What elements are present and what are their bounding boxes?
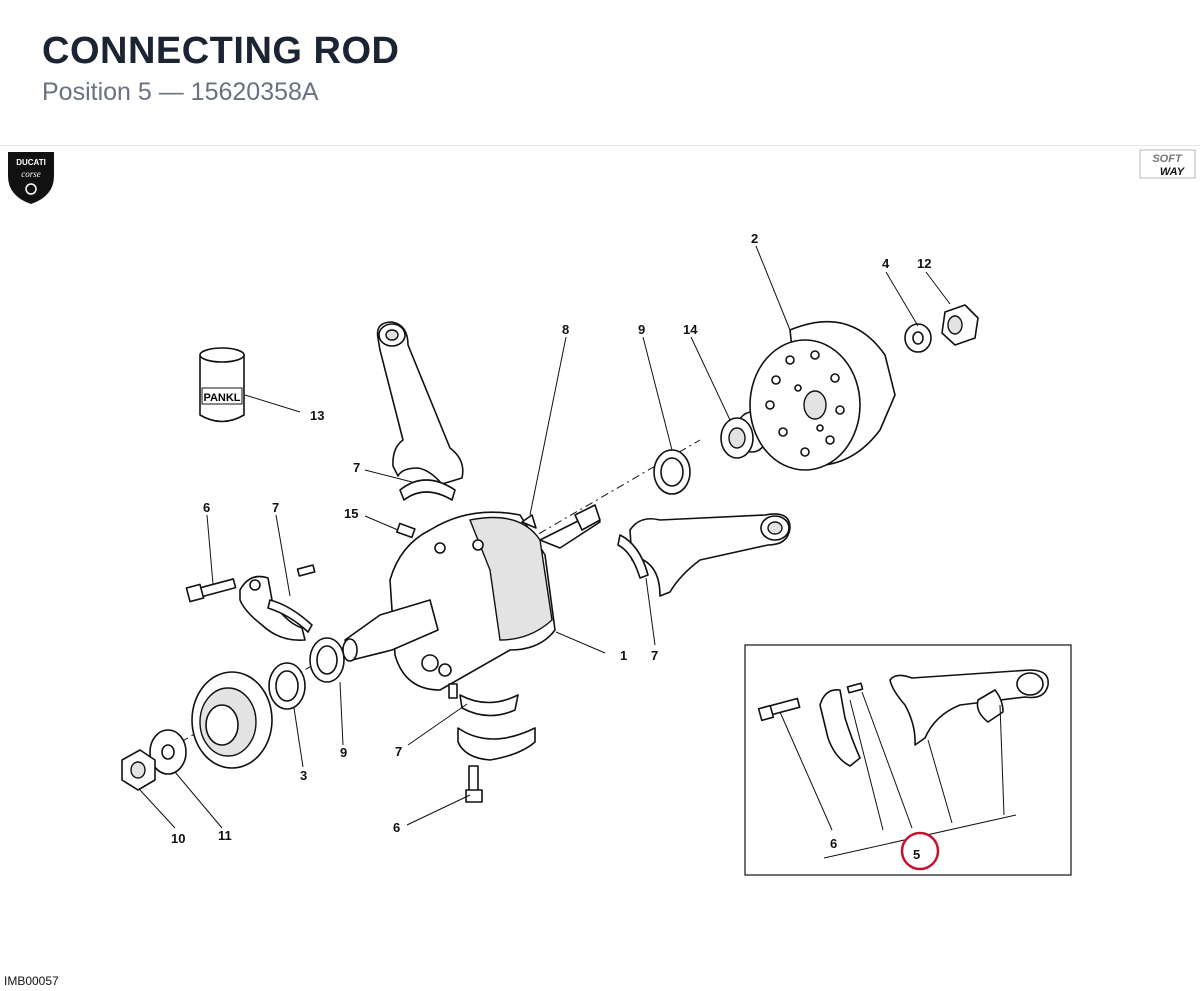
callout-4: 4 bbox=[882, 256, 890, 271]
part-1-crankshaft bbox=[342, 504, 601, 691]
svg-text:DUCATI: DUCATI bbox=[16, 158, 46, 167]
svg-text:SOFT: SOFT bbox=[1152, 153, 1183, 165]
callout-5: 5 bbox=[913, 847, 920, 862]
pankl-label: PANKL bbox=[203, 392, 240, 404]
callout-6-inset: 6 bbox=[830, 836, 837, 851]
part-7-bearing-right bbox=[617, 534, 649, 579]
part-10-nut bbox=[121, 749, 156, 791]
part-13-piston-pin: PANKL bbox=[199, 347, 245, 423]
softway-logo: SOFT WAY bbox=[1139, 149, 1196, 179]
callout-7-bottom: 7 bbox=[395, 744, 402, 759]
leader-lines bbox=[139, 245, 951, 829]
svg-text:corse: corse bbox=[21, 169, 41, 179]
inset-box bbox=[744, 644, 1072, 876]
part-rod-cap-bottom bbox=[457, 727, 536, 761]
part-3-ring bbox=[268, 662, 306, 710]
callout-7-upper: 7 bbox=[353, 460, 360, 475]
callout-2: 2 bbox=[751, 231, 758, 246]
part-9-washer-right bbox=[653, 449, 691, 495]
part-7-bearing-bottom bbox=[459, 694, 519, 717]
callout-6-bottom: 6 bbox=[393, 820, 400, 835]
part-7-bearing-upper bbox=[399, 479, 456, 501]
header-divider bbox=[0, 145, 1200, 146]
part-dowel-left bbox=[296, 564, 316, 577]
part-connecting-rod-right bbox=[629, 513, 791, 597]
part-gear bbox=[191, 671, 273, 769]
part-connecting-rod-upper bbox=[376, 321, 464, 485]
part-12-nut bbox=[941, 304, 979, 346]
callout-9-left: 9 bbox=[340, 745, 347, 760]
callout-8: 8 bbox=[562, 322, 569, 337]
highlight-callout-ring bbox=[900, 831, 940, 871]
callout-3: 3 bbox=[300, 768, 307, 783]
callout-15: 15 bbox=[344, 506, 358, 521]
page-subtitle: Position 5 — 15620358A bbox=[42, 78, 319, 106]
callout-10: 10 bbox=[171, 831, 185, 846]
image-code: IMB00057 bbox=[4, 974, 59, 988]
callout-7-left: 7 bbox=[272, 500, 279, 515]
callout-1: 1 bbox=[620, 648, 627, 663]
page-title: CONNECTING ROD bbox=[42, 30, 400, 72]
part-8-key bbox=[521, 514, 537, 529]
part-dowel-bottom bbox=[448, 683, 458, 699]
part-7-bearing-left bbox=[267, 599, 313, 633]
callout-12: 12 bbox=[917, 256, 931, 271]
part-4-washer bbox=[904, 323, 932, 353]
callout-14: 14 bbox=[683, 322, 698, 337]
part-2-rotor bbox=[749, 320, 896, 471]
callout-9-right: 9 bbox=[638, 322, 645, 337]
callout-11: 11 bbox=[218, 828, 232, 843]
part-6-bolt-bottom bbox=[465, 765, 483, 803]
part-15-dowel bbox=[395, 522, 416, 539]
part-6-bolt-left bbox=[185, 578, 237, 603]
callout-6-left: 6 bbox=[203, 500, 210, 515]
header: CONNECTING ROD Position 5 — 15620358A bbox=[42, 28, 399, 108]
svg-text:WAY: WAY bbox=[1160, 166, 1186, 178]
callout-7-right: 7 bbox=[651, 648, 658, 663]
callout-13: 13 bbox=[310, 408, 324, 423]
part-11-washer bbox=[149, 729, 187, 775]
part-9-washer-left bbox=[309, 637, 345, 683]
ducati-corse-logo: DUCATI corse bbox=[8, 152, 54, 204]
